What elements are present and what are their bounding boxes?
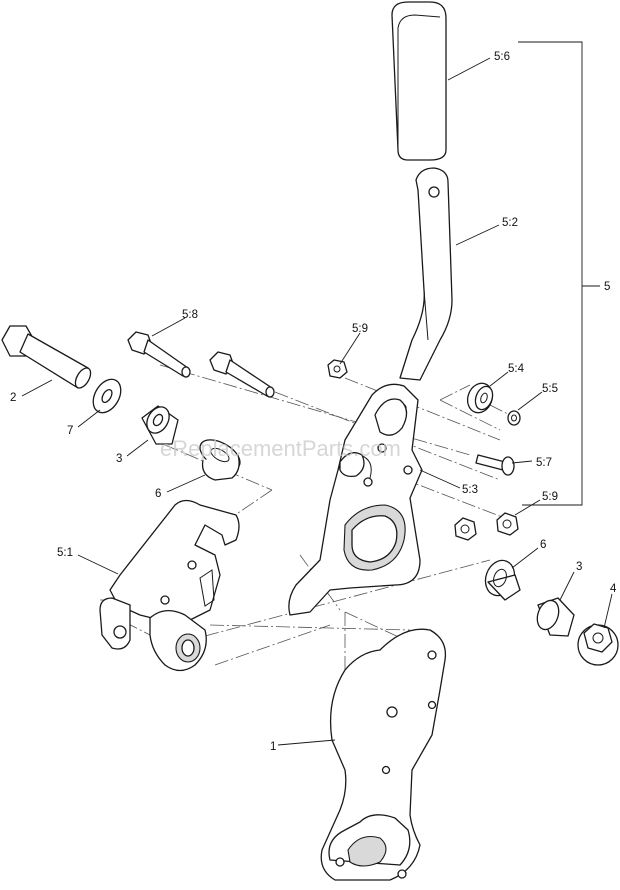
callout-3-left: 3 <box>116 453 122 465</box>
callout-5-7: 5:7 <box>536 457 552 469</box>
bolt-5-8-b <box>209 351 275 398</box>
callout-5-3: 5:3 <box>462 484 478 496</box>
grip-5-6 <box>391 1 447 161</box>
callout-5: 5 <box>604 281 610 293</box>
watermark-text: eReplacementParts.com <box>160 436 401 461</box>
callout-6-left: 6 <box>155 488 161 500</box>
bushing-5-5 <box>507 410 521 426</box>
bushing-6-right <box>484 559 521 601</box>
upper-pivot-parts <box>339 398 408 478</box>
callout-2: 2 <box>10 392 16 404</box>
mount-bracket-1 <box>320 628 447 881</box>
bolt-5-8-a <box>127 331 191 378</box>
bracket-5-1 <box>99 499 240 672</box>
nut-5-9-lower-b <box>496 512 519 536</box>
callout-3-right: 3 <box>576 561 582 573</box>
callout-7: 7 <box>67 425 73 437</box>
flange-nut-4 <box>577 623 619 666</box>
leader-lines <box>21 41 613 746</box>
lever-arm-5-2 <box>399 167 453 381</box>
callout-4: 4 <box>610 583 617 595</box>
callout-labels: 5:6 5:2 5 5:8 5:9 2 5:4 5:5 7 3 5:7 5:3 … <box>10 51 617 753</box>
spacer-3-right <box>536 597 575 637</box>
bushing-6-left <box>199 439 241 481</box>
bearing-5-4 <box>466 382 494 414</box>
callout-5-1: 5:1 <box>57 547 73 559</box>
callout-5-5: 5:5 <box>542 383 558 395</box>
callout-6-right: 6 <box>540 539 546 551</box>
nut-5-9-top <box>327 359 348 379</box>
spacer-3-left <box>141 405 179 445</box>
bolt-2 <box>1 325 92 389</box>
callout-5-6: 5:6 <box>494 51 510 63</box>
callout-5-9-bottom: 5:9 <box>542 491 558 503</box>
callout-5-8: 5:8 <box>182 309 198 321</box>
callout-5-2: 5:2 <box>502 217 518 229</box>
pin-5-7 <box>475 454 515 476</box>
callout-1: 1 <box>270 741 276 753</box>
nut-5-9-lower-a <box>454 517 477 541</box>
callout-5-4: 5:4 <box>508 363 525 375</box>
washer-7 <box>92 378 122 414</box>
callout-5-9-top: 5:9 <box>352 323 368 335</box>
